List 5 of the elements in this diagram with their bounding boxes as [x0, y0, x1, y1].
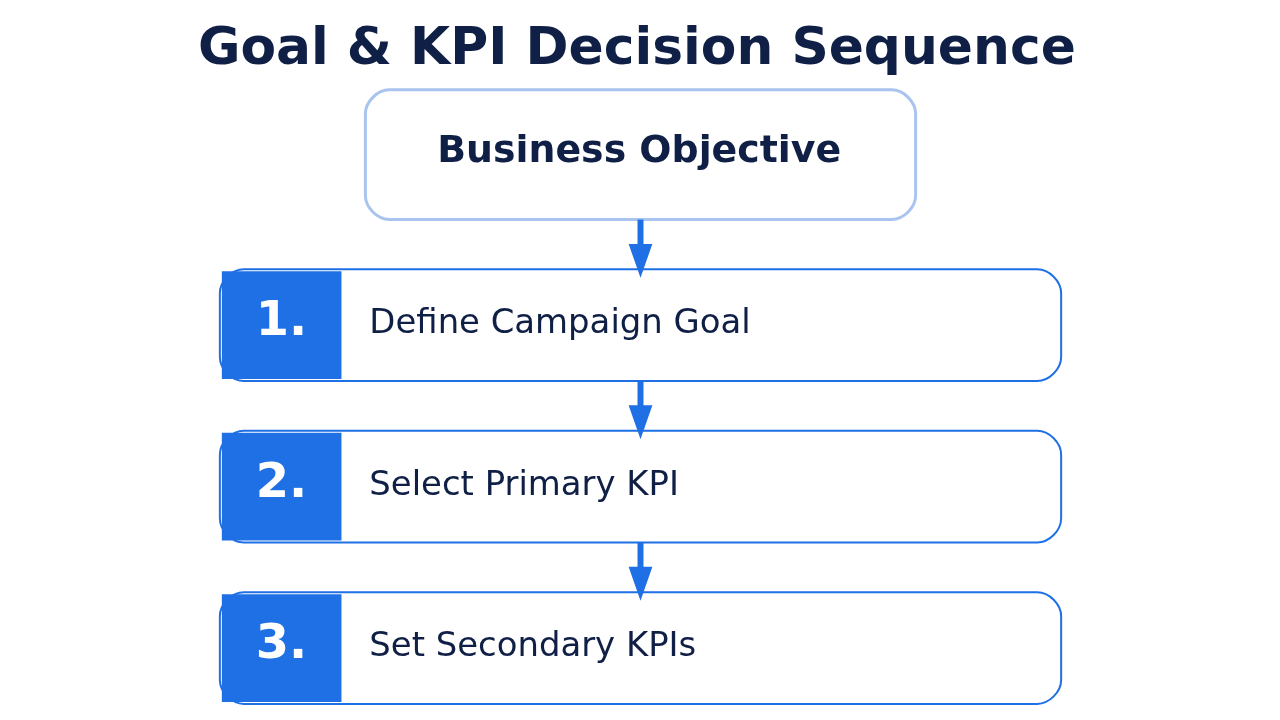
arrow: [628, 381, 652, 440]
diagram-title: Goal & KPI Decision Sequence: [197, 15, 1076, 76]
arrow: [628, 219, 652, 278]
arrow: [628, 542, 652, 601]
node-box: Business Objective: [363, 88, 917, 221]
